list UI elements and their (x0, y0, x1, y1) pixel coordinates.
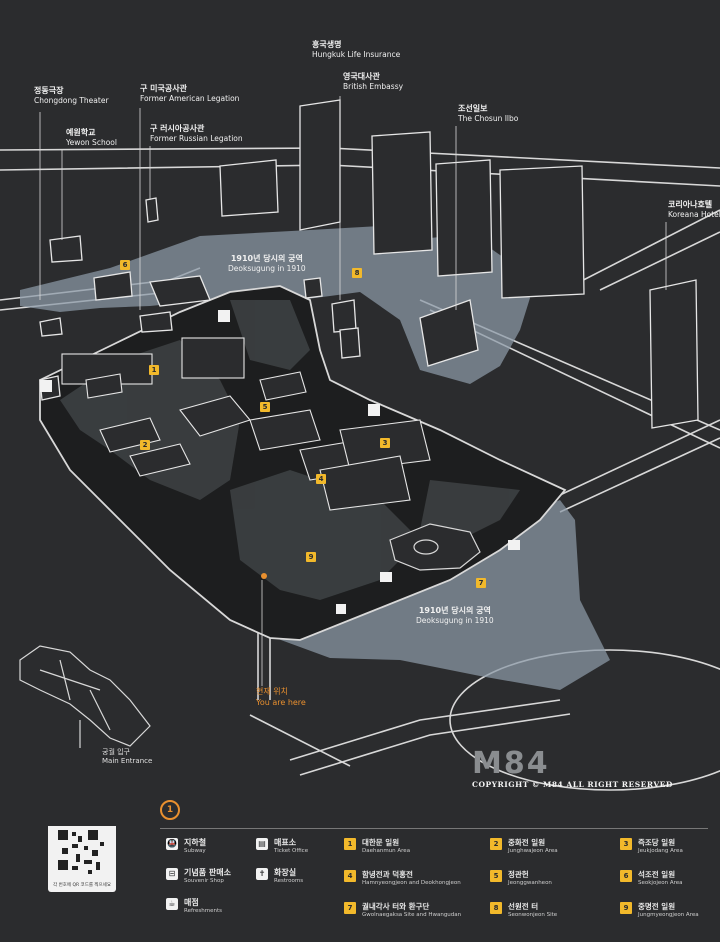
legend-area-3-number: 3 (620, 838, 632, 850)
you-are-here-dot (261, 573, 267, 579)
marker-1[interactable]: 1 (149, 365, 159, 375)
shop-icon: ⊟ (166, 868, 178, 880)
legend-area-4-number: 4 (344, 870, 356, 882)
marker-7[interactable]: 7 (476, 578, 486, 588)
city-buildings (39, 99, 699, 429)
subway-icon: 🚇 (166, 838, 178, 850)
qr-code[interactable] (48, 826, 116, 892)
qr-caption: 각 번호에 QR 코드를 찍으세요 (53, 883, 111, 888)
pond (389, 523, 481, 571)
marker-6[interactable]: 6 (120, 260, 130, 270)
legend-badge: 1 (160, 800, 180, 820)
watermark-logo: M84 (472, 746, 550, 781)
inset-map (19, 645, 151, 748)
marker-8[interactable]: 8 (352, 268, 362, 278)
map-facility-icons (40, 310, 520, 614)
qr-pattern-icon (48, 826, 116, 880)
palace-1910-area-south (270, 500, 610, 690)
legend-area-1-number: 1 (344, 838, 356, 850)
legend-area-7-number: 7 (344, 902, 356, 914)
legend-area-8-number: 8 (490, 902, 502, 914)
marker-9[interactable]: 9 (306, 552, 316, 562)
legend-area-5-number: 5 (490, 870, 502, 882)
legend-divider (160, 828, 708, 829)
refreshments-icon: ☕ (166, 898, 178, 910)
watermark: M84 COPYRIGHT © M84 ALL RIGHT RESERVED (472, 746, 673, 790)
label-leaders (39, 96, 667, 686)
legend-area-9-number: 9 (620, 902, 632, 914)
ticket-icon: ▤ (256, 838, 268, 850)
marker-3[interactable]: 3 (380, 438, 390, 448)
palace-1910-area (20, 226, 530, 384)
watermark-copyright: COPYRIGHT © M84 ALL RIGHT RESERVED (472, 780, 673, 789)
marker-4[interactable]: 4 (316, 474, 326, 484)
legend-area-2-number: 2 (490, 838, 502, 850)
palace-buildings (61, 337, 431, 511)
restroom-icon: ✝ (256, 868, 268, 880)
marker-2[interactable]: 2 (140, 440, 150, 450)
legend-area-6-number: 6 (620, 870, 632, 882)
marker-5[interactable]: 5 (260, 402, 270, 412)
